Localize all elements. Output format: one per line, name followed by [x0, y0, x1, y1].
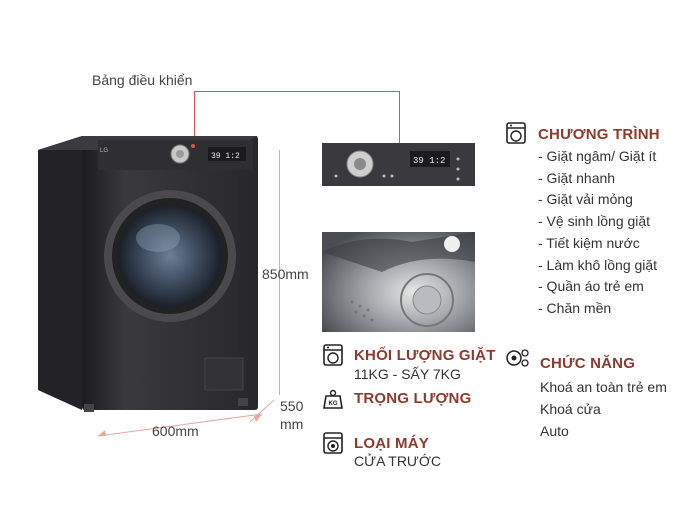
program-item: - Quần áo trẻ em — [538, 278, 644, 295]
control-panel-label: Bảng điều khiển — [92, 72, 193, 88]
program-item: - Vệ sinh lồng giặt — [538, 213, 651, 230]
program-item: - Giặt nhanh — [538, 169, 616, 186]
washing-machine-image: 39 1:2 LG — [38, 136, 258, 412]
load-capacity-title: KHỐI LƯỢNG GIẶT — [354, 347, 496, 364]
function-item: Khoá an toàn trẻ em — [540, 379, 667, 395]
washing-machine-icon — [323, 344, 343, 366]
connector-line-vertical-left — [194, 91, 195, 143]
width-dimension-line — [97, 413, 263, 437]
function-item: Khoá cửa — [540, 401, 601, 417]
program-item: - Giặt vải mỏng — [538, 191, 633, 208]
machine-type-title: LOẠI MÁY — [354, 435, 429, 452]
program-item: - Giặt ngâm/ Giặt ít — [538, 148, 657, 164]
depth-value-label: 550 — [280, 398, 304, 414]
program-item: - Chăn mền — [538, 299, 612, 316]
front-load-icon — [323, 432, 343, 454]
machine-display-text: 39 1:2 — [211, 152, 240, 161]
svg-text:LG: LG — [100, 148, 108, 154]
connector-line-vertical-right — [399, 91, 400, 143]
program-item: - Tiết kiệm nước — [538, 234, 640, 251]
function-item: Auto — [540, 423, 569, 439]
drum-closeup-image — [322, 232, 475, 332]
programs-list: - Giặt ngâm/ Giặt ít - Giặt nhanh - Giặt… — [538, 146, 657, 320]
depth-unit-label: mm — [280, 416, 304, 432]
width-label: 600mm — [152, 423, 199, 439]
program-item: - Làm khô lồng giặt — [538, 256, 658, 273]
load-capacity-value: 11KG - SẤY 7KG — [354, 366, 461, 382]
functions-icon — [506, 349, 529, 367]
functions-list: Khoá an toàn trẻ em Khoá cửa Auto — [540, 376, 667, 442]
program-washer-icon — [506, 122, 526, 144]
machine-type-value: CỬA TRƯỚC — [354, 453, 442, 469]
programs-title: CHƯƠNG TRÌNH — [538, 126, 660, 143]
weight-icon-text: KG — [329, 401, 338, 407]
height-dimension-line — [279, 150, 280, 395]
control-panel-closeup-image: 39 1:2 — [322, 143, 475, 186]
weight-title: TRỌNG LƯỢNG — [354, 390, 472, 407]
weight-icon: KG — [323, 389, 343, 409]
connector-line-horizontal — [194, 91, 399, 92]
height-label: 850mm — [262, 266, 309, 282]
closeup-display-text: 39 1:2 — [413, 156, 445, 166]
functions-title: CHỨC NĂNG — [540, 355, 636, 372]
depth-dimension-line — [249, 399, 275, 423]
